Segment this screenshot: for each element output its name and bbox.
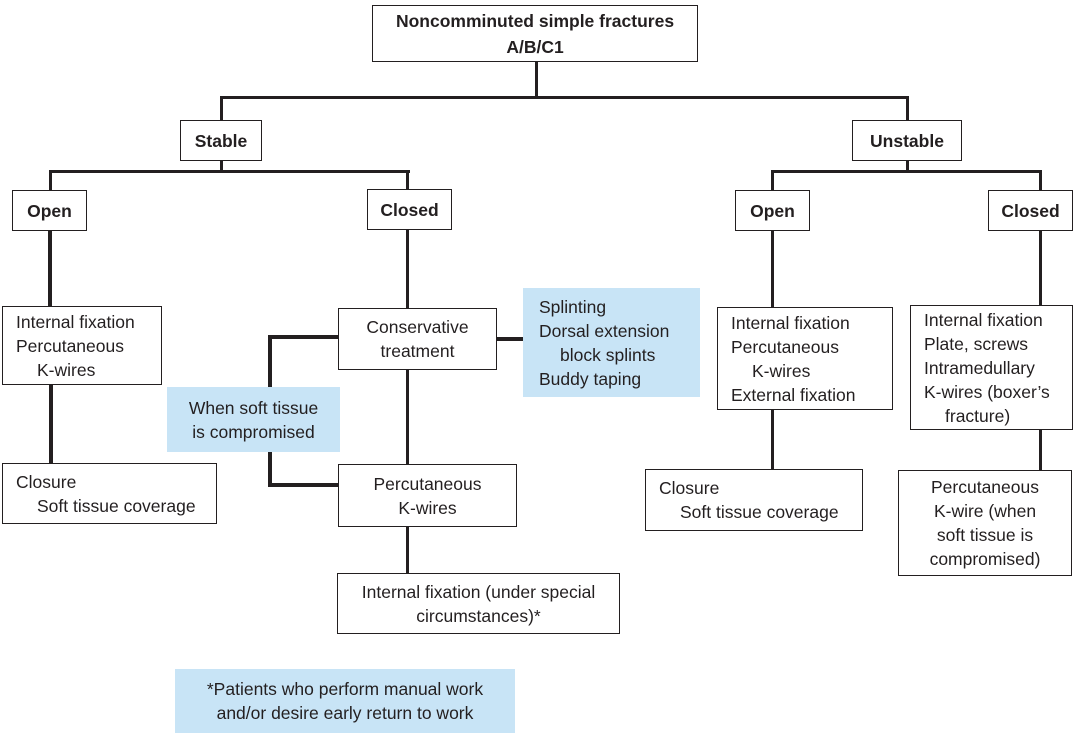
connector-conservative-to-percutaneous	[406, 369, 409, 465]
connector-stable-open-to-treatment	[48, 230, 52, 306]
text-line: Percutaneous	[373, 473, 482, 494]
text-line: Noncomminuted simple fractures	[395, 10, 675, 31]
text-line: Closed	[380, 199, 439, 220]
text-line: Internal fixation	[924, 309, 1043, 330]
text-line: treatment	[380, 341, 455, 361]
text-line: K-wires (boxer’s	[924, 381, 1050, 402]
connector-unstable-down	[905, 160, 909, 171]
connector-unstable-open-to-treatment	[770, 230, 774, 308]
connector-treatment-to-closure-right	[770, 409, 774, 470]
text-line: Open	[27, 200, 72, 221]
node-unstable-closed-treatment: Internal fixation Plate, screws Intramed…	[910, 305, 1073, 430]
text-line: Internal fixation	[16, 311, 135, 332]
text-line: K-wires	[37, 359, 96, 380]
connector-level1-horizontal	[219, 96, 909, 99]
connector-stable-closed-to-conservative	[406, 229, 409, 309]
connector-elbow-bottom-horizontal	[268, 483, 339, 487]
node-unstable-open-closure: Closure Soft tissue coverage	[645, 469, 863, 531]
text-line: Internal fixation (under special	[361, 581, 596, 602]
connector-unstable-up	[905, 96, 909, 121]
text-line: Soft tissue coverage	[37, 495, 196, 516]
text-line: Percutaneous	[731, 336, 839, 357]
connector-percutaneous-to-special	[406, 526, 409, 574]
node-unstable-closed: Closed	[988, 190, 1073, 231]
connector-conservative-to-splinting-note	[496, 337, 524, 341]
text-line: Percutaneous	[931, 477, 1039, 497]
node-percutaneous-kwires: Percutaneous K-wires	[338, 464, 517, 527]
node-conservative-treatment: Conservative treatment	[338, 308, 497, 370]
node-stable-open: Open	[12, 190, 87, 231]
node-unstable-open: Open	[735, 190, 810, 231]
text-line: Plate, screws	[924, 333, 1029, 354]
text-line: Soft tissue coverage	[680, 502, 839, 522]
text-line: *Patients who perform manual work	[206, 679, 484, 699]
text-line: Intramedullary	[924, 357, 1035, 378]
text-line: Conservative	[366, 317, 469, 337]
text-line: Buddy taping	[539, 368, 642, 389]
note-soft-tissue-compromised: When soft tissue is compromised	[167, 387, 340, 452]
note-splinting-options: Splinting Dorsal extension block splints…	[523, 288, 700, 397]
node-root: Noncomminuted simple fractures A/B/C1	[372, 5, 698, 62]
text-line: Unstable	[870, 130, 944, 151]
text-line: and/or desire early return to work	[216, 703, 474, 723]
connector-unstable-open-up	[770, 169, 774, 191]
text-line: K-wires	[752, 360, 811, 381]
connector-treatment-to-closure-left	[49, 384, 53, 464]
text-line: External fixation	[731, 384, 856, 405]
text-line: Splinting	[539, 296, 607, 317]
text-line: is compromised	[192, 421, 315, 442]
node-unstable: Unstable	[852, 120, 962, 161]
text-line: When soft tissue	[188, 397, 319, 418]
text-line: compromised)	[929, 549, 1041, 569]
note-asterisk-footnote: *Patients who perform manual work and/or…	[175, 669, 515, 733]
connector-unstable-closed-up	[1038, 169, 1042, 192]
text-line: Dorsal extension	[539, 320, 670, 341]
connector-root-down	[534, 62, 538, 98]
node-stable-closed: Closed	[367, 189, 452, 230]
connector-stable-up	[219, 96, 223, 121]
connector-treatment-to-percutaneous-right	[1038, 429, 1042, 471]
node-stable-open-treatment: Internal fixation Percutaneous K-wires	[2, 306, 162, 385]
connector-unstable-closed-to-treatment	[1038, 230, 1042, 306]
text-line: K-wires	[398, 497, 457, 518]
connector-elbow-top-horizontal	[268, 335, 339, 339]
text-line: Open	[750, 200, 795, 221]
text-line: soft tissue is	[936, 525, 1034, 545]
node-stable: Stable	[180, 120, 262, 161]
text-line: A/B/C1	[506, 36, 564, 57]
connector-unstable-split-horizontal	[770, 169, 1042, 173]
connector-stable-down	[219, 160, 223, 171]
node-unstable-closed-percutaneous: Percutaneous K-wire (when soft tissue is…	[898, 470, 1072, 576]
connector-stable-open-up	[48, 169, 52, 191]
text-line: Closure	[16, 471, 77, 492]
text-line: fracture)	[945, 405, 1011, 426]
connector-stable-split-horizontal	[48, 169, 410, 173]
text-line: Closure	[659, 478, 720, 498]
text-line: Internal fixation	[731, 312, 850, 333]
text-line: circumstances)*	[416, 605, 541, 626]
text-line: K-wire (when	[933, 501, 1037, 521]
node-internal-fixation-special: Internal fixation (under special circums…	[337, 573, 620, 634]
text-line: Closed	[1001, 200, 1060, 221]
text-line: Stable	[194, 130, 248, 151]
node-stable-open-closure: Closure Soft tissue coverage	[2, 463, 217, 524]
node-unstable-open-treatment: Internal fixation Percutaneous K-wires E…	[717, 307, 893, 410]
connector-stable-closed-up	[406, 169, 409, 190]
text-line: Percutaneous	[16, 335, 124, 356]
text-line: block splints	[560, 344, 656, 365]
